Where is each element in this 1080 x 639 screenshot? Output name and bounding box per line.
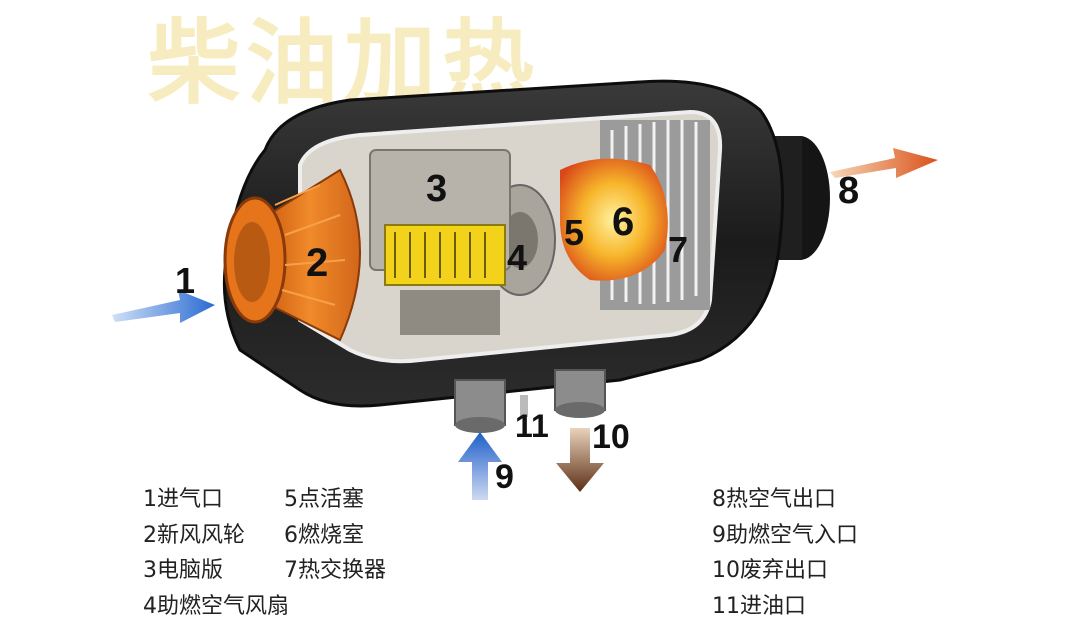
arrow-hot-air-out (830, 148, 938, 178)
callout-6: 6 (612, 200, 635, 244)
legend-item-10: 10废弃出口 (712, 558, 828, 583)
arrow-combustion-air-in (458, 432, 502, 500)
legend-item-11: 11进油口 (712, 593, 806, 619)
legend-item-3: 3电脑版 (143, 558, 223, 583)
callout-2: 2 (306, 241, 329, 285)
callout-1: 1 (175, 260, 196, 301)
legend-item-1: 1进气口 (143, 487, 223, 512)
combustion-flame (560, 158, 668, 281)
fresh-air-fan (223, 168, 361, 342)
legend-item-8: 8热空气出口 (712, 487, 836, 512)
legend-item-2: 2新风风轮 (143, 522, 245, 548)
legend-column-1: 1进气口 2新风风轮 3电脑版 4助燃空气风扇 (143, 489, 289, 631)
callout-8: 8 (838, 170, 860, 212)
legend-item-4: 4助燃空气风扇 (143, 593, 289, 619)
callout-5: 5 (564, 212, 585, 253)
legend-item-6: 6燃烧室 (284, 522, 364, 548)
callout-10: 10 (592, 418, 630, 456)
legend-item-5: 5点活塞 (284, 487, 364, 512)
callout-11: 11 (515, 408, 549, 444)
callout-3: 3 (426, 168, 448, 210)
bottom-ports (454, 369, 606, 433)
control-board (369, 149, 511, 335)
callout-9: 9 (495, 458, 514, 496)
arrow-exhaust-out (556, 428, 604, 492)
legend-item-7: 7热交换器 (284, 558, 386, 583)
legend-item-9: 9助燃空气入口 (712, 522, 858, 548)
legend-column-2: 5点活塞 6燃烧室 7热交换器 (284, 489, 386, 596)
legend-column-3: 8热空气出口 9助燃空气入口 10废弃出口 11进油口 (712, 489, 858, 631)
arrow-air-in (112, 290, 215, 323)
callout-4: 4 (507, 237, 528, 278)
callout-7: 7 (668, 229, 689, 270)
